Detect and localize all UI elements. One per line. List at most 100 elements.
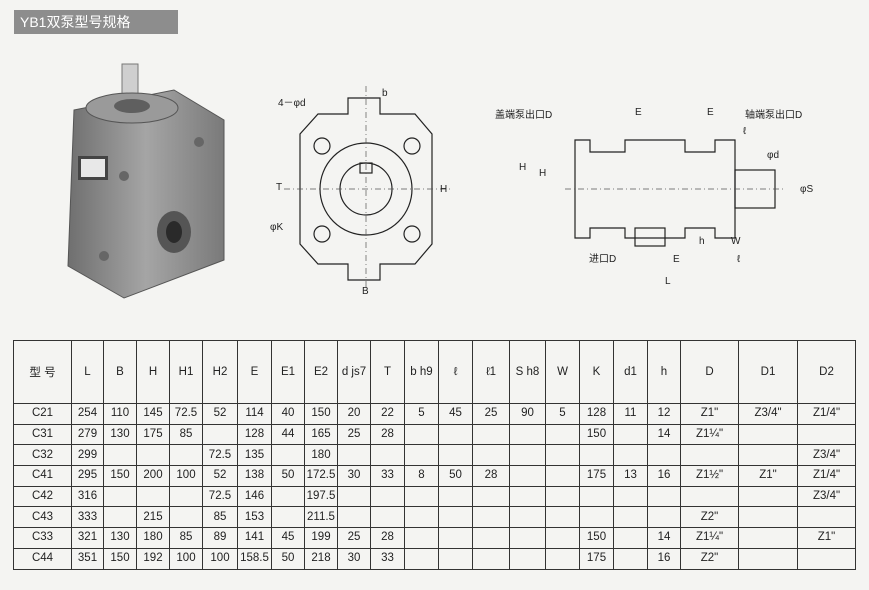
cell-model: C42 xyxy=(13,485,72,508)
label-b: b xyxy=(382,88,388,99)
cell xyxy=(545,527,580,549)
header-e2: E2 xyxy=(304,340,338,404)
cell: 299 xyxy=(71,444,104,467)
cell xyxy=(404,423,439,446)
label-base: B xyxy=(362,286,369,297)
cell xyxy=(579,485,614,508)
cell: 45 xyxy=(438,403,473,425)
cell: 114 xyxy=(237,403,272,425)
cell xyxy=(545,506,580,529)
cell xyxy=(613,423,648,446)
cell: 85 xyxy=(169,423,203,446)
cell xyxy=(509,547,546,570)
cell: 135 xyxy=(237,444,272,467)
cell xyxy=(472,423,510,446)
cell xyxy=(370,444,405,467)
cell: 200 xyxy=(136,465,170,487)
label-e1: E xyxy=(707,107,714,118)
cell: 165 xyxy=(304,423,338,446)
cell-model: C41 xyxy=(13,465,72,487)
cell: 175 xyxy=(579,465,614,487)
cell: 175 xyxy=(579,547,614,570)
header-d: d js7 xyxy=(337,340,371,404)
cell xyxy=(738,485,798,508)
cell xyxy=(438,527,473,549)
side-view-drawing: 盖端泵出口D 轴端泵出口D E E ℓ φd φS H H h W 进口D E … xyxy=(495,107,813,287)
cell-model: C43 xyxy=(13,506,72,529)
cell xyxy=(509,423,546,446)
cell: 128 xyxy=(579,403,614,425)
cell: 33 xyxy=(370,547,405,570)
cell xyxy=(438,444,473,467)
cell: 20 xyxy=(337,403,371,425)
cell-model: C32 xyxy=(13,444,72,467)
label-l: L xyxy=(665,276,671,287)
header-d1: d1 xyxy=(613,340,648,404)
cell-model: C33 xyxy=(13,527,72,549)
cell xyxy=(271,444,305,467)
cell: 30 xyxy=(337,465,371,487)
cell: Z3/4" xyxy=(738,403,798,425)
cell: 50 xyxy=(438,465,473,487)
cell: Z1" xyxy=(738,465,798,487)
cell: 197.5 xyxy=(304,485,338,508)
cell: 150 xyxy=(304,403,338,425)
cell xyxy=(472,444,510,467)
label-h2: H xyxy=(539,168,546,179)
cell: 16 xyxy=(647,465,681,487)
cell xyxy=(613,506,648,529)
cell: Z1½" xyxy=(680,465,739,487)
label-bolt-holes: 4－φd xyxy=(278,98,306,109)
cell: 5 xyxy=(545,403,580,425)
label-d: φd xyxy=(767,150,779,161)
header-l: L xyxy=(71,340,104,404)
cell: 11 xyxy=(613,403,648,425)
label-outlet-shaft: 轴端泵出口D xyxy=(745,108,802,121)
cell: 50 xyxy=(271,547,305,570)
cell: 279 xyxy=(71,423,104,446)
cell xyxy=(545,465,580,487)
cell-model: C44 xyxy=(13,547,72,570)
label-s: φS xyxy=(800,184,813,195)
cell xyxy=(647,485,681,508)
cell xyxy=(337,485,371,508)
cell xyxy=(613,527,648,549)
cell: 72.5 xyxy=(169,403,203,425)
cell: 211.5 xyxy=(304,506,338,529)
header-h-small: h xyxy=(647,340,681,404)
cell: 295 xyxy=(71,465,104,487)
cell xyxy=(202,423,238,446)
cell-model: C21 xyxy=(13,403,72,425)
cell xyxy=(738,444,798,467)
cell xyxy=(472,527,510,549)
cell xyxy=(509,527,546,549)
cell: 28 xyxy=(370,527,405,549)
cell xyxy=(404,547,439,570)
header-h1: H1 xyxy=(169,340,203,404)
cell xyxy=(613,444,648,467)
cell: 30 xyxy=(337,547,371,570)
header-s: S h8 xyxy=(509,340,546,404)
cell: 72.5 xyxy=(202,444,238,467)
header-b-h9: b h9 xyxy=(404,340,439,404)
cell: 50 xyxy=(271,465,305,487)
cell: 14 xyxy=(647,527,681,549)
cell xyxy=(738,547,798,570)
cell xyxy=(509,444,546,467)
label-h: H xyxy=(440,184,447,195)
cell xyxy=(680,485,739,508)
label-h1: H xyxy=(519,162,526,173)
table-header-row: 型 号 L B H H1 H2 E E1 E2 d js7 T b h9 ℓ ℓ… xyxy=(13,340,856,404)
cell: 333 xyxy=(71,506,104,529)
spec-table: 型 号 L B H H1 H2 E E1 E2 d js7 T b h9 ℓ ℓ… xyxy=(13,340,856,570)
cell: Z2" xyxy=(680,547,739,570)
cell: 52 xyxy=(202,465,238,487)
cell: Z3/4" xyxy=(797,485,856,508)
cell xyxy=(169,485,203,508)
cell: 45 xyxy=(271,527,305,549)
cell: 128 xyxy=(237,423,272,446)
label-l1: ℓ xyxy=(743,126,747,137)
cell: 40 xyxy=(271,403,305,425)
